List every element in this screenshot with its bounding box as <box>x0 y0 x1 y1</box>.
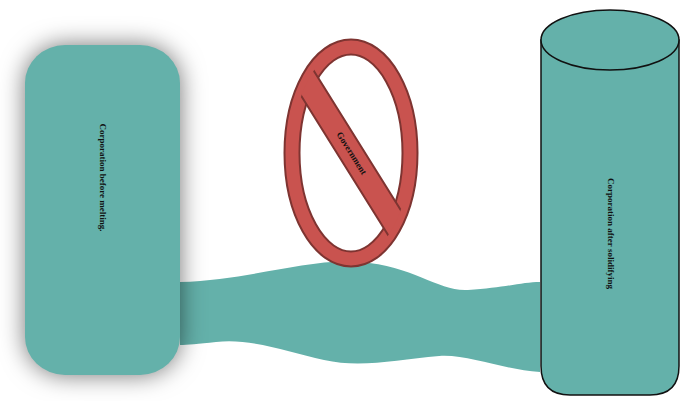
prohibition-sign: Government <box>283 38 419 268</box>
node-label: Corporation before melting. <box>98 123 107 231</box>
melting-cylinder: Corporation before melting. <box>25 45 180 375</box>
molten-flow <box>180 262 540 372</box>
node-label: Corporation after solidifying <box>606 178 615 289</box>
solid-cylinder: Corporation after solidifying <box>540 8 680 396</box>
